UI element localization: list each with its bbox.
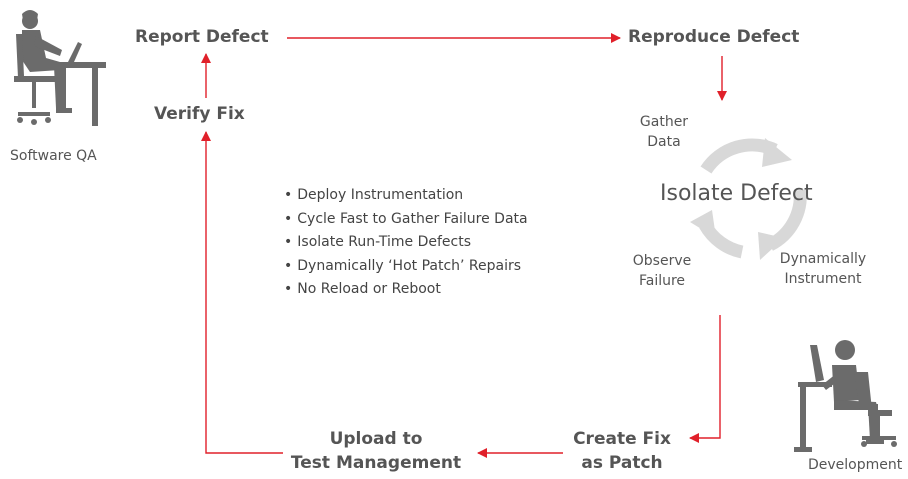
- step-verify-fix: Verify Fix: [154, 104, 245, 124]
- cycle-dynamically-instrument: Dynamically Instrument: [770, 249, 876, 289]
- gather-line1: Gather: [639, 114, 689, 130]
- feature-item: Dynamically ‘Hot Patch’ Repairs: [284, 255, 528, 279]
- observe-line2: Failure: [638, 273, 686, 289]
- instrument-line2: Instrument: [784, 271, 862, 287]
- step-report-defect: Report Defect: [135, 27, 269, 47]
- upload-line1: Upload to: [329, 429, 423, 449]
- gather-line2: Data: [647, 134, 681, 150]
- arrow-isolate-to-create-fix: [689, 315, 721, 443]
- observe-line1: Observe: [632, 253, 692, 269]
- feature-item: Cycle Fast to Gather Failure Data: [284, 208, 527, 232]
- instrument-line1: Dynamically: [779, 251, 867, 267]
- cycle-gather-data: Gather Data: [636, 112, 692, 152]
- seated-man-at-monitor-icon: [794, 340, 897, 452]
- feature-list: Deploy Instrumentation Cycle Fast to Gat…: [284, 184, 528, 302]
- create-fix-line1: Create Fix: [573, 429, 671, 449]
- seated-woman-at-desk-icon: [14, 10, 106, 126]
- cycle-arrowheads: [690, 138, 792, 260]
- create-fix-line2: as Patch: [581, 453, 663, 473]
- upload-line2: Test Management: [290, 453, 462, 473]
- feature-item: Deploy Instrumentation: [284, 184, 528, 208]
- cycle-title: Isolate Defect: [660, 181, 813, 206]
- arrow-upload-to-verify: [201, 131, 283, 454]
- feature-item: Isolate Run-Time Defects: [284, 231, 528, 255]
- step-upload-to-test-management: Upload to Test Management: [286, 427, 466, 475]
- feature-item: No Reload or Reboot: [284, 278, 528, 302]
- role-software-qa: Software QA: [10, 148, 97, 164]
- cycle-observe-failure: Observe Failure: [622, 251, 702, 291]
- role-development: Development: [808, 457, 903, 473]
- step-create-fix-as-patch: Create Fix as Patch: [566, 427, 678, 475]
- step-reproduce-defect: Reproduce Defect: [628, 27, 800, 47]
